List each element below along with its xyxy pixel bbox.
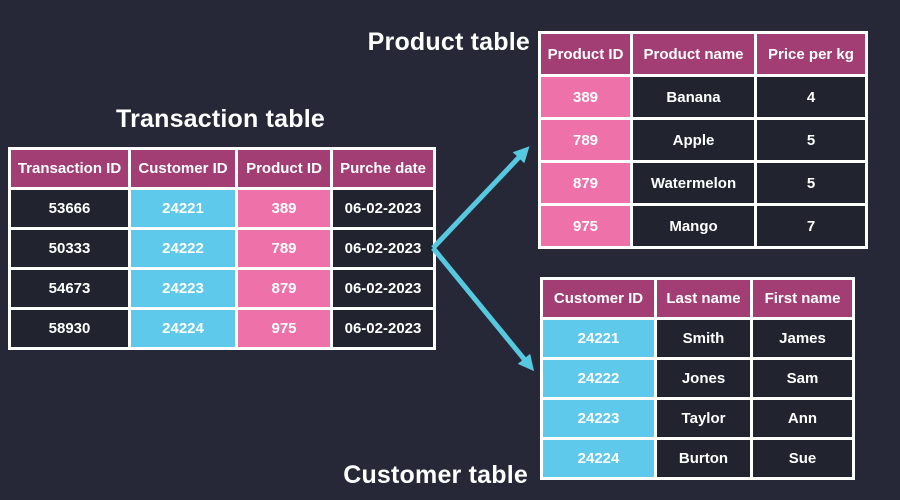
table-cell: Sam (753, 360, 852, 397)
table-cell: Banana (633, 77, 754, 117)
table-cell: 54673 (11, 270, 128, 307)
table-cell: Taylor (657, 400, 750, 437)
table-cell: 879 (541, 163, 630, 203)
table-cell: 06-02-2023 (333, 230, 433, 267)
table-cell: 7 (757, 206, 865, 246)
table-cell: Watermelon (633, 163, 754, 203)
table-cell: 389 (541, 77, 630, 117)
arrow-to-product-table (431, 146, 530, 250)
table-cell: 975 (541, 206, 630, 246)
table-cell: 53666 (11, 190, 128, 227)
customer-table-title: Customer table (343, 461, 528, 489)
customer-table: Customer ID Last name First name 24221 S… (540, 277, 855, 480)
table-cell: Apple (633, 120, 754, 160)
transaction-header-product-id: Product ID (238, 150, 330, 187)
table-cell: 06-02-2023 (333, 190, 433, 227)
table-cell: 4 (757, 77, 865, 117)
product-table-title: Product table (367, 28, 530, 56)
table-cell: 879 (238, 270, 330, 307)
table-cell: 06-02-2023 (333, 310, 433, 347)
table-cell: 24224 (543, 440, 654, 477)
table-cell: 58930 (11, 310, 128, 347)
customer-header-customer-id: Customer ID (543, 280, 654, 317)
table-cell: 24222 (131, 230, 235, 267)
table-cell: 389 (238, 190, 330, 227)
product-table: Product ID Product name Price per kg 389… (538, 31, 868, 249)
table-cell: 24223 (131, 270, 235, 307)
table-cell: 5 (757, 163, 865, 203)
customer-header-last-name: Last name (657, 280, 750, 317)
product-header-product-id: Product ID (541, 34, 630, 74)
table-cell: 06-02-2023 (333, 270, 433, 307)
customer-header-first-name: First name (753, 280, 852, 317)
table-cell: Sue (753, 440, 852, 477)
table-cell: Ann (753, 400, 852, 437)
transaction-table: Transaction ID Customer ID Product ID Pu… (8, 147, 436, 350)
table-cell: 24221 (543, 320, 654, 357)
transaction-header-transaction-id: Transaction ID (11, 150, 128, 187)
table-cell: 24223 (543, 400, 654, 437)
table-cell: 24221 (131, 190, 235, 227)
table-cell: James (753, 320, 852, 357)
table-cell: 789 (238, 230, 330, 267)
table-cell: 5 (757, 120, 865, 160)
table-cell: 24224 (131, 310, 235, 347)
transaction-header-customer-id: Customer ID (131, 150, 235, 187)
arrow-to-customer-table (431, 246, 535, 372)
transaction-header-purche-date: Purche date (333, 150, 433, 187)
table-cell: Mango (633, 206, 754, 246)
table-cell: Burton (657, 440, 750, 477)
transaction-table-title: Transaction table (115, 105, 325, 133)
table-cell: Jones (657, 360, 750, 397)
table-cell: 789 (541, 120, 630, 160)
product-header-product-name: Product name (633, 34, 754, 74)
table-cell: Smith (657, 320, 750, 357)
table-cell: 975 (238, 310, 330, 347)
table-cell: 50333 (11, 230, 128, 267)
product-header-price-per-kg: Price per kg (757, 34, 865, 74)
table-cell: 24222 (543, 360, 654, 397)
